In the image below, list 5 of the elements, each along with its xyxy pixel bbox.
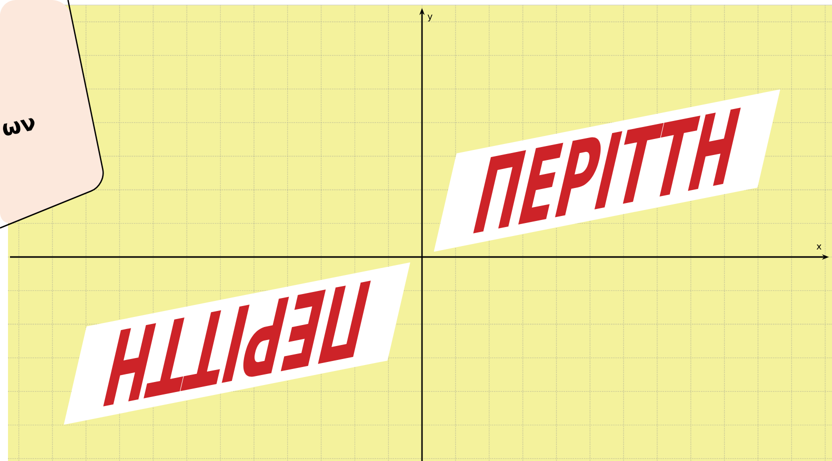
word-band: ΠΕΡΙΤΤΗ	[64, 262, 410, 425]
word-band: ΠΕΡΙΤΤΗ	[434, 89, 780, 252]
axis-label: y	[428, 14, 432, 22]
note-card: ων	[0, 0, 104, 229]
axis-label: x	[816, 244, 822, 250]
